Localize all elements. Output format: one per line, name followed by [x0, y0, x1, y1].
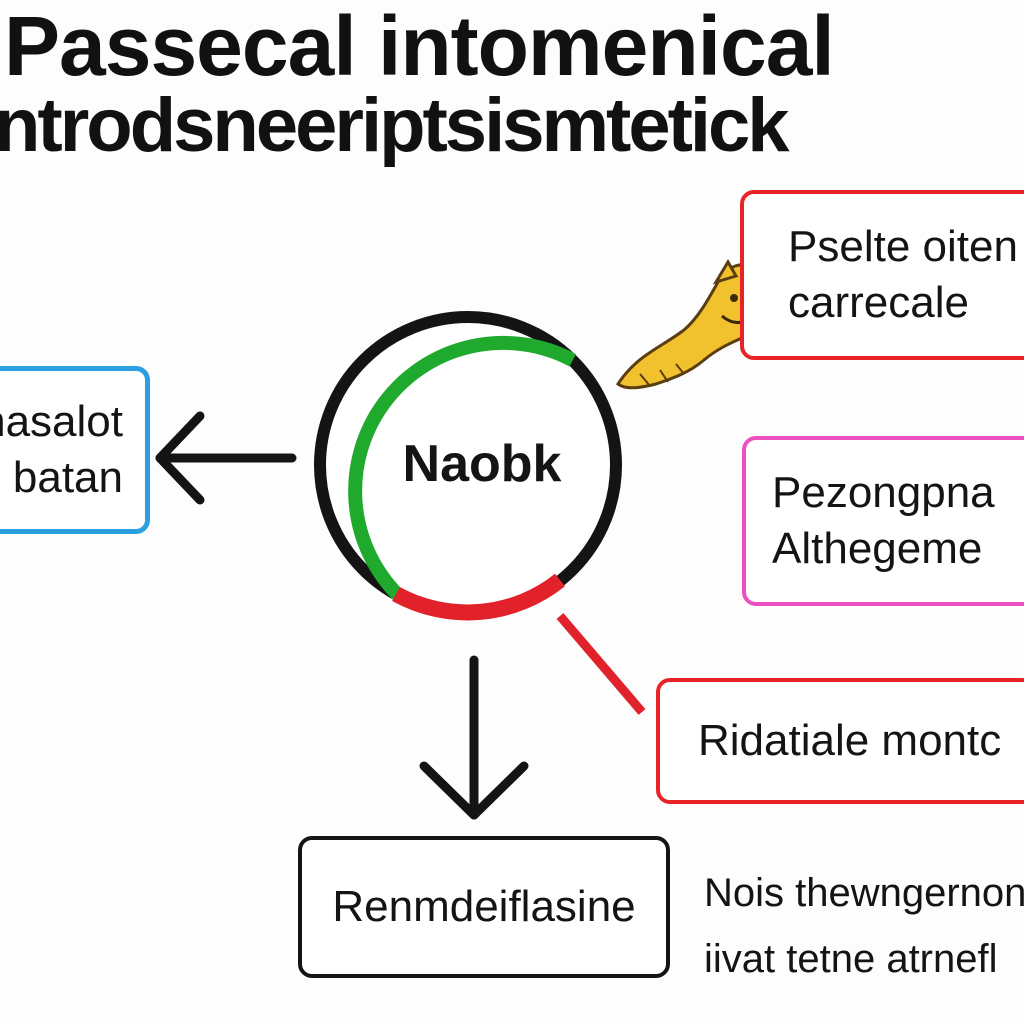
title-line-1: Passecal intomenical	[4, 0, 835, 93]
ring-red-arc	[392, 573, 565, 621]
mid-right-box-line-2: Althegeme	[772, 524, 983, 573]
side-note: Nois thewngernon iivat tetne atrnefl	[704, 860, 1024, 992]
arrow-down-icon	[419, 655, 529, 820]
top-right-box: Pselte oiten carrecale	[740, 190, 1024, 360]
ring-green-arc	[348, 335, 576, 601]
left-box-line-1: nasalot	[0, 397, 123, 446]
connector-line	[556, 613, 646, 715]
side-note-line-1: Nois thewngernon	[704, 871, 1024, 915]
mid-right-box-line-1: Pezongpna	[772, 468, 995, 517]
bottom-box-line-1: Renmdeiflasine	[332, 882, 636, 931]
mid-right-box: Pezongpna Althegeme	[742, 436, 1024, 606]
top-right-box-line-2: carrecale	[788, 278, 969, 327]
left-box-line-2: batan	[12, 453, 123, 502]
status-ring-icon	[314, 311, 622, 621]
top-right-box-line-1: Pselte oiten	[788, 222, 1018, 271]
bottom-box: Renmdeiflasine	[298, 836, 670, 978]
left-box: nasalot batan	[0, 366, 150, 534]
arrow-left-icon	[155, 411, 297, 505]
side-note-line-2: iivat tetne atrnefl	[704, 937, 998, 981]
bottom-right-box: Ridatiale montc	[656, 678, 1024, 804]
title-line-2: ntrodsneeriptsismtetick	[0, 83, 790, 168]
bottom-right-box-line-1: Ridatiale montc	[698, 716, 1002, 765]
center-node-label: Naobk	[402, 435, 562, 493]
